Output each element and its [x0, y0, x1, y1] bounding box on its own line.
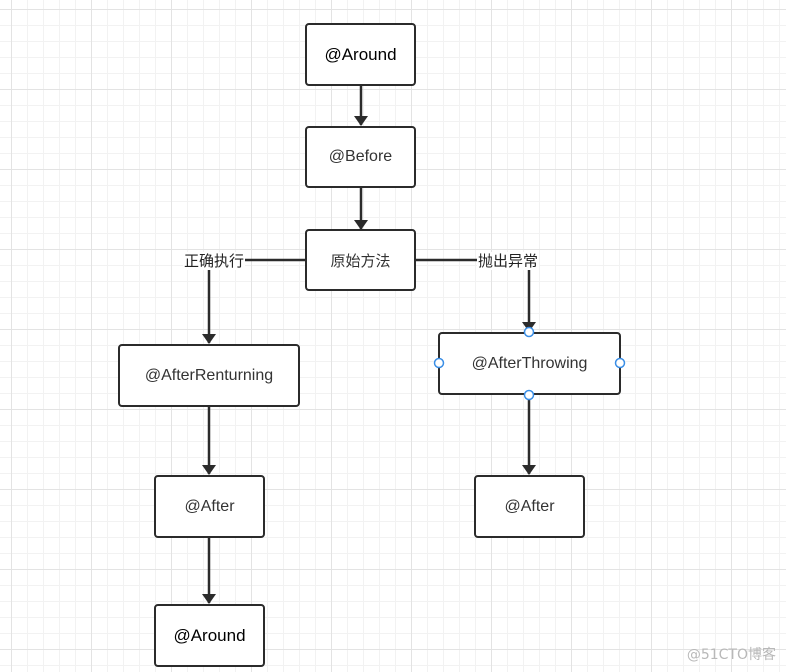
node-around-bottom[interactable]: @Around: [154, 604, 265, 667]
node-original-method[interactable]: 原始方法: [305, 229, 416, 291]
node-before-label: @Before: [328, 148, 393, 165]
node-before[interactable]: @Before: [305, 126, 416, 188]
watermark: @51CTO博客: [686, 647, 776, 663]
node-after-throwing-label: @AfterThrowing: [471, 354, 588, 372]
edge-label-success: 正确执行: [183, 252, 246, 270]
node-around-bottom-label: @Around: [173, 625, 246, 645]
node-around-top-label: @Around: [324, 44, 397, 64]
node-after-right-label: @After: [504, 497, 555, 515]
node-after-returning-label: @AfterRenturning: [144, 366, 274, 384]
node-after-returning[interactable]: @AfterRenturning: [118, 344, 300, 407]
edge-method-to-afterthrowing: [416, 258, 536, 332]
edge-label-exception: 抛出异常: [477, 252, 540, 270]
node-after-left-label: @After: [184, 497, 235, 515]
node-around-top[interactable]: @Around: [305, 23, 416, 86]
node-after-right[interactable]: @After: [474, 475, 585, 538]
node-after-throwing[interactable]: @AfterThrowing: [438, 332, 621, 395]
node-after-left[interactable]: @After: [154, 475, 265, 538]
edge-method-to-afterreturning: [202, 258, 306, 344]
node-original-method-label: 原始方法: [330, 251, 391, 270]
